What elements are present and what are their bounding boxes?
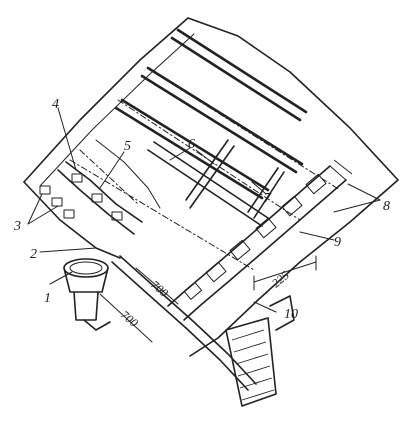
- label-8: 8: [383, 199, 390, 214]
- beams: [114, 28, 308, 227]
- valley-gutter: [39, 139, 161, 235]
- label-9: 9: [334, 235, 341, 250]
- label-7: 7: [264, 191, 272, 206]
- label-1: 1: [44, 291, 51, 306]
- label-4: 4: [52, 97, 59, 112]
- dimension-lines: [99, 255, 317, 343]
- downpipe-funnel: [63, 258, 111, 331]
- label-10: 10: [284, 307, 298, 322]
- label-3: 3: [13, 219, 21, 234]
- label-5: 5: [124, 139, 131, 154]
- gutter-blocks: [183, 173, 327, 300]
- label-6: 6: [188, 137, 195, 152]
- dimension-700-lower: 700: [118, 308, 141, 330]
- roof-slab: [23, 17, 399, 357]
- leader-lines: [27, 107, 381, 313]
- label-2: 2: [30, 247, 37, 262]
- eave-gutter: [167, 159, 353, 321]
- wall-section: [111, 255, 295, 407]
